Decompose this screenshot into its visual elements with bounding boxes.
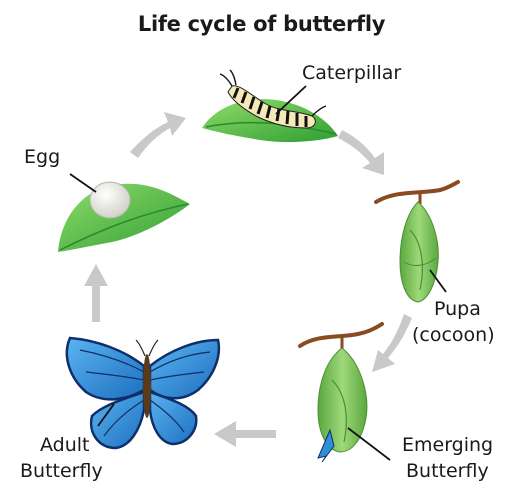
arrow-pupa-to-emerging [372, 314, 412, 372]
diagram-title: Life cycle of butterfly [0, 12, 523, 36]
label-emerging-butterfly: Butterfly [406, 460, 489, 483]
label-egg: Egg [24, 146, 60, 169]
wing-upper-left [67, 338, 144, 399]
arrow-egg-to-caterpillar [130, 112, 186, 158]
label-caterpillar: Caterpillar [302, 62, 401, 85]
arrow-caterpillar-to-pupa [338, 130, 384, 175]
label-pupa-cocoon: (cocoon) [412, 324, 495, 347]
arrow-emerging-to-adult [214, 421, 276, 447]
label-emerging: Emerging [402, 434, 493, 457]
arrow-adult-to-egg [84, 264, 108, 322]
wing-lower-right [150, 392, 196, 444]
butterfly-body [143, 354, 151, 418]
pupa-twig [376, 182, 458, 202]
wing-upper-right [150, 340, 219, 398]
egg-illustration [58, 174, 190, 252]
label-pupa: Pupa [434, 298, 481, 321]
label-adult: Adult [40, 434, 90, 457]
adult-butterfly-illustration [67, 338, 219, 448]
egg-shape [90, 182, 130, 218]
pupa-chrysalis [400, 202, 438, 302]
pupa-illustration [376, 182, 458, 302]
emerging-illustration [300, 324, 390, 462]
label-adult-butterfly: Butterfly [20, 460, 103, 483]
